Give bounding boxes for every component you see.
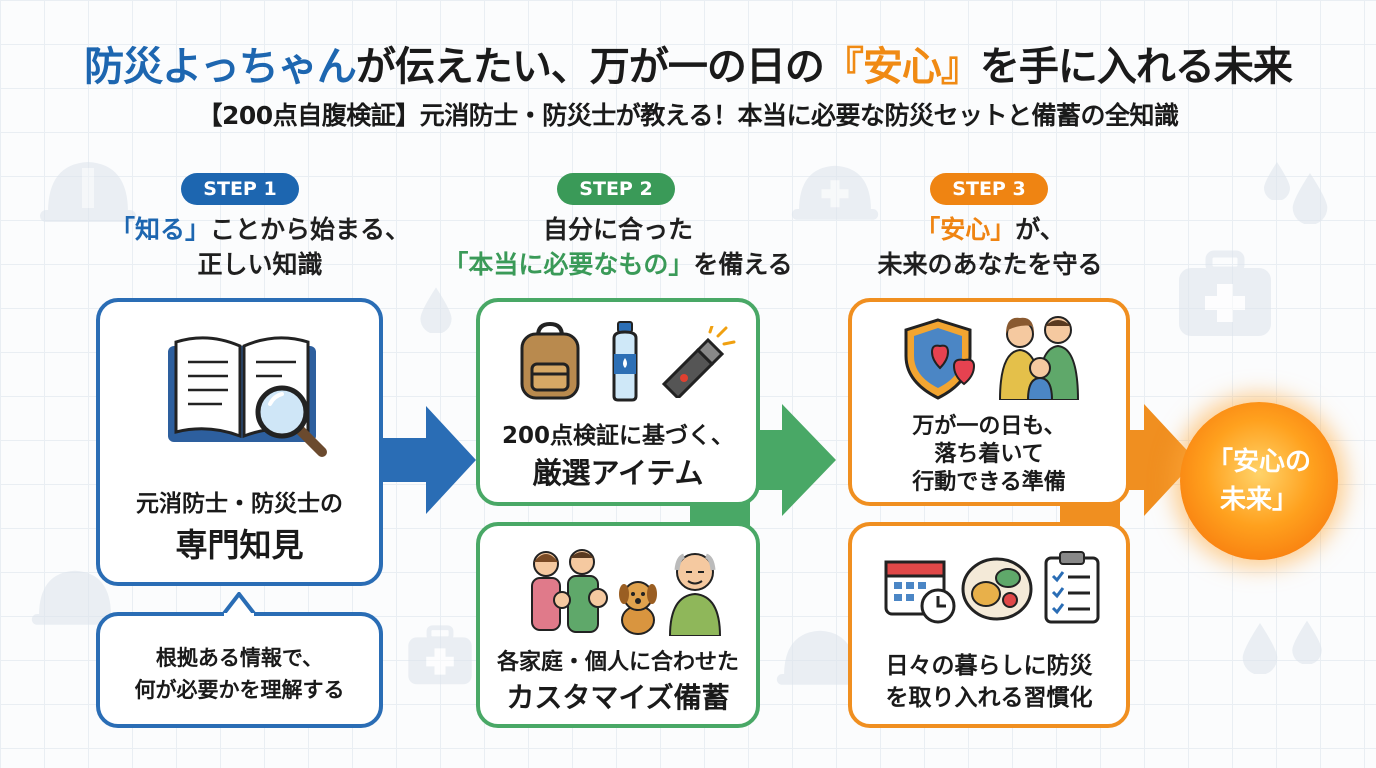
arrow-step1-to-step2	[370, 406, 476, 514]
step2-card-custom: 各家庭・個人に合わせた カスタマイズ備蓄	[476, 522, 760, 728]
water-drop-icon	[1292, 620, 1322, 664]
page-title: 防災よっちゃんが伝えたい、万が一の日の『安心』を手に入れる未来	[84, 44, 1293, 90]
step1-heading: 「知る」ことから始まる、 正しい知識	[109, 215, 411, 279]
note-pointer	[222, 592, 256, 616]
water-drop-icon	[420, 287, 452, 333]
meal-plate-icon	[961, 557, 1033, 621]
water-drop-icon	[1264, 162, 1290, 200]
step2-heading: 自分に合った 「本当に必要なもの」を備える	[443, 215, 793, 279]
helmet-icon	[791, 165, 879, 220]
grandparent-icon	[668, 553, 722, 636]
step3-card-habit: 日々の暮らしに防災 を取り入れる習慣化	[848, 522, 1130, 728]
water-drop-icon	[1292, 173, 1328, 224]
helmet-icon	[776, 630, 864, 685]
step3-badge: STEP 3	[930, 173, 1048, 205]
step1-card: 元消防士・防災士の 専門知見	[96, 298, 383, 586]
flashlight-icon	[661, 326, 736, 398]
future-line2: 未来」	[1219, 485, 1298, 515]
step1-card-line1: 元消防士・防災士の	[136, 491, 343, 517]
checklist-icon	[1044, 551, 1100, 624]
step3-card-habit-line1: 日々の暮らしに防災	[885, 653, 1093, 679]
step3-card-ready-line2: 落ち着いて	[934, 442, 1044, 467]
water-bottle-icon	[612, 321, 638, 402]
step1-badge: STEP 1	[181, 173, 299, 205]
step3-card-ready: 万が一の日も、 落ち着いて 行動できる準備	[848, 298, 1130, 506]
step1-note: 根拠ある情報で、 何が必要かを理解する	[96, 612, 383, 728]
step1-note-line2: 何が必要かを理解する	[134, 678, 345, 702]
future-line1: 「安心の	[1206, 447, 1311, 477]
dog-icon	[619, 581, 657, 635]
backpack-icon	[520, 322, 580, 400]
magnifier-icon	[255, 385, 327, 457]
future-circle: 「安心の 未来」	[1180, 402, 1338, 560]
step3-card-habit-line2: を取り入れる習慣化	[885, 685, 1093, 711]
step3-card-ready-line1: 万が一の日も、	[912, 414, 1066, 439]
step2-card-items-line1: 200点検証に基づく、	[501, 423, 734, 449]
step2-badge: STEP 2	[557, 173, 675, 205]
step2-card-items: 200点検証に基づく、 厳選アイテム	[476, 298, 760, 506]
step1-note-line1: 根拠ある情報で、	[155, 646, 324, 670]
shield-hearts-icon	[904, 318, 976, 400]
step3-heading: 「安心」が、 未来のあなたを守る	[877, 215, 1103, 279]
page-subtitle: 【200点自腹検証】元消防士・防災士が教える！本当に必要な防災セットと備蓄の全知…	[197, 101, 1179, 130]
step2-card-items-line2: 厳選アイテム	[532, 456, 704, 490]
helmet-icon	[31, 570, 119, 625]
step3-card-ready-line3: 行動できる準備	[912, 470, 1066, 495]
step2-card-custom-line1: 各家庭・個人に合わせた	[496, 650, 739, 675]
family-icon	[998, 316, 1080, 400]
calendar-clock-icon	[884, 560, 956, 624]
step2-card-custom-line2: カスタマイズ備蓄	[506, 681, 730, 714]
step1-card-line2: 専門知見	[175, 526, 304, 564]
first-aid-box-icon	[408, 625, 472, 685]
water-drop-icon	[1242, 623, 1278, 674]
family-icon	[531, 549, 608, 633]
helmet-icon	[40, 162, 136, 222]
first-aid-box-icon	[1179, 250, 1271, 336]
